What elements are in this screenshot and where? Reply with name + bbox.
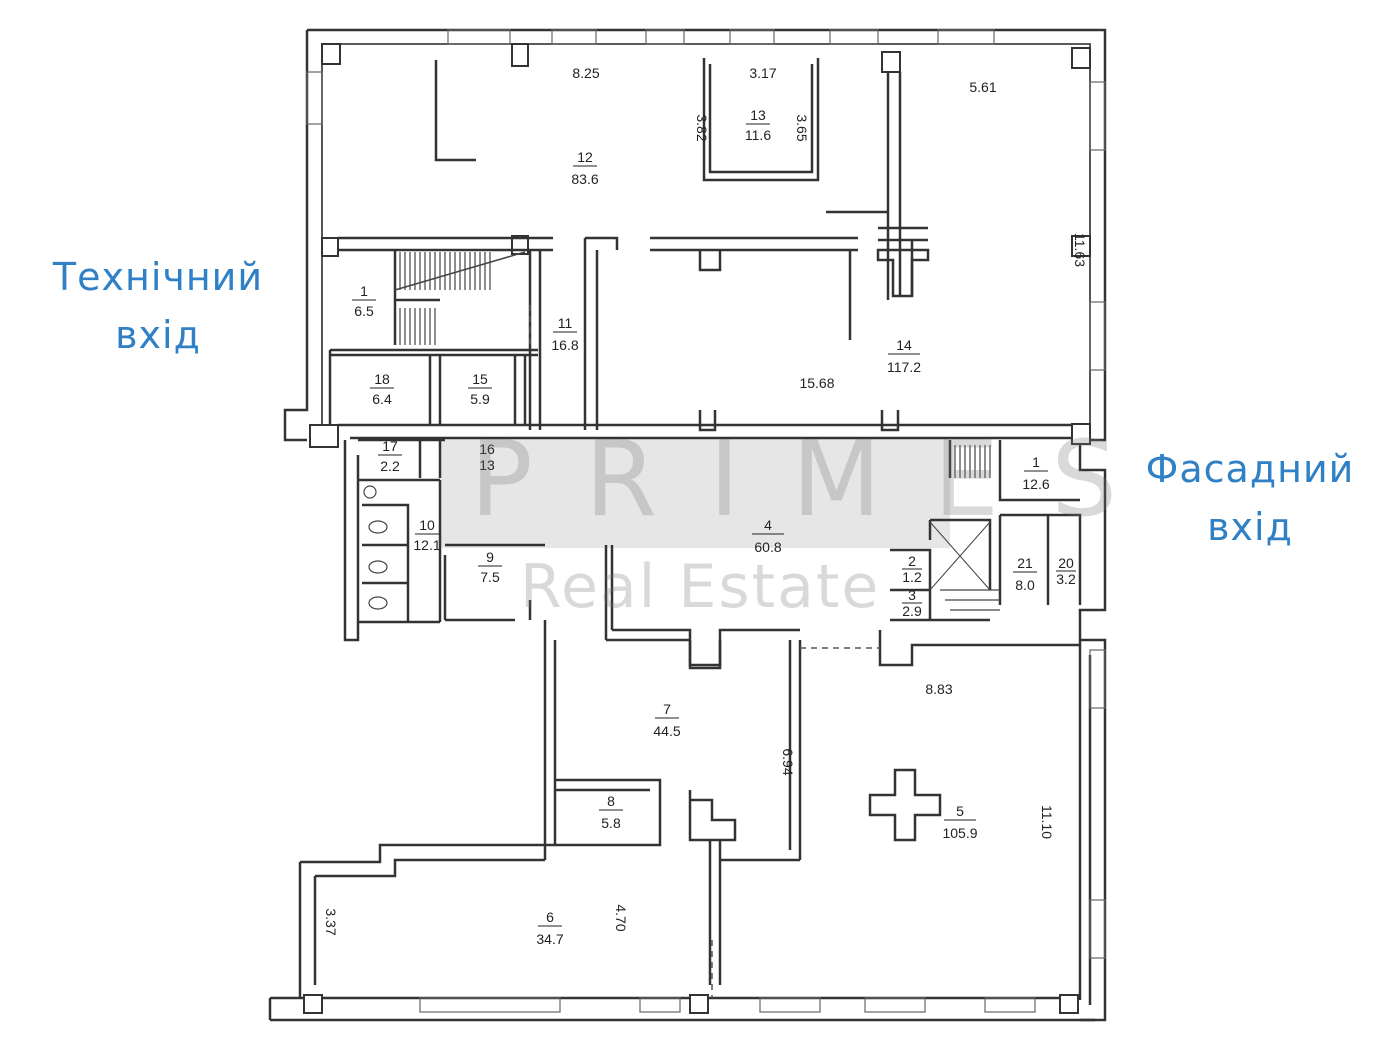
room-21: 218.0 bbox=[1013, 555, 1037, 593]
svg-text:11.10: 11.10 bbox=[1039, 805, 1055, 839]
toilets bbox=[363, 485, 388, 610]
svg-text:83.6: 83.6 bbox=[571, 171, 598, 187]
room-13: 13 11.6 bbox=[745, 107, 771, 143]
svg-text:11.63: 11.63 bbox=[1072, 233, 1088, 267]
svg-text:12.6: 12.6 bbox=[1022, 476, 1049, 492]
svg-text:3.2: 3.2 bbox=[1056, 571, 1076, 587]
facade-entrance-label: Фасадний вхід bbox=[1130, 440, 1370, 556]
svg-text:21: 21 bbox=[1017, 555, 1033, 571]
facade-entrance-line-2: вхід bbox=[1207, 505, 1293, 549]
svg-text:10: 10 bbox=[419, 517, 435, 533]
svg-text:1.2: 1.2 bbox=[902, 569, 922, 585]
svg-text:17: 17 bbox=[382, 438, 398, 454]
room-8: 85.8 bbox=[599, 793, 623, 831]
svg-text:12: 12 bbox=[577, 149, 593, 165]
svg-text:8.25: 8.25 bbox=[572, 65, 599, 81]
svg-text:16.8: 16.8 bbox=[551, 337, 578, 353]
svg-text:16: 16 bbox=[479, 441, 495, 457]
svg-text:18: 18 bbox=[374, 371, 390, 387]
dashed-lines bbox=[529, 305, 880, 998]
svg-text:9: 9 bbox=[486, 549, 494, 565]
svg-text:3.37: 3.37 bbox=[323, 908, 339, 935]
room-5: 5 105.9 bbox=[942, 803, 977, 841]
svg-text:13: 13 bbox=[750, 107, 766, 123]
svg-text:4: 4 bbox=[764, 517, 772, 533]
room-1-right: 112.6 bbox=[1022, 454, 1049, 492]
technical-entrance-line-1: Технічний bbox=[52, 255, 264, 299]
svg-text:13: 13 bbox=[479, 457, 495, 473]
svg-text:20: 20 bbox=[1058, 555, 1074, 571]
svg-text:6: 6 bbox=[546, 909, 554, 925]
interior-walls bbox=[328, 58, 1082, 862]
room-10: 10 12.1 bbox=[413, 517, 440, 553]
technical-entrance-line-2: вхід bbox=[115, 313, 201, 357]
svg-text:3.17: 3.17 bbox=[749, 65, 776, 81]
technical-entrance-label: Технічний вхід bbox=[40, 248, 276, 364]
svg-text:4.70: 4.70 bbox=[613, 904, 629, 931]
svg-text:105.9: 105.9 bbox=[942, 825, 977, 841]
room-3: 32.9 bbox=[902, 587, 922, 619]
room-14: 14 117.2 bbox=[887, 337, 921, 375]
svg-text:117.2: 117.2 bbox=[887, 359, 921, 375]
svg-text:14: 14 bbox=[896, 337, 912, 353]
svg-text:11.6: 11.6 bbox=[745, 127, 771, 143]
svg-text:5: 5 bbox=[956, 803, 964, 819]
room-20: 203.2 bbox=[1056, 555, 1076, 587]
svg-text:34.7: 34.7 bbox=[536, 931, 563, 947]
svg-text:1: 1 bbox=[1032, 454, 1040, 470]
room-17: 172.2 bbox=[378, 438, 402, 474]
facade-entrance-line-1: Фасадний bbox=[1145, 447, 1355, 491]
svg-text:15: 15 bbox=[472, 371, 488, 387]
room-11: 11 16.8 bbox=[551, 315, 578, 353]
room-1-left: 16.5 bbox=[352, 283, 376, 319]
stairs bbox=[394, 251, 1000, 611]
columns bbox=[303, 43, 1091, 1014]
corridor-shading bbox=[440, 438, 950, 548]
room-7: 744.5 bbox=[653, 701, 680, 739]
svg-text:6.5: 6.5 bbox=[354, 303, 374, 319]
room-4: 460.8 bbox=[752, 517, 784, 555]
room-15: 155.9 bbox=[468, 371, 492, 407]
svg-text:11: 11 bbox=[558, 315, 573, 331]
room-6: 634.7 bbox=[536, 909, 563, 947]
svg-text:8.0: 8.0 bbox=[1015, 577, 1035, 593]
svg-text:15.68: 15.68 bbox=[799, 375, 834, 391]
svg-text:44.5: 44.5 bbox=[653, 723, 680, 739]
svg-text:2: 2 bbox=[908, 553, 916, 569]
svg-text:8: 8 bbox=[607, 793, 615, 809]
svg-text:5.8: 5.8 bbox=[601, 815, 621, 831]
svg-text:8.83: 8.83 bbox=[925, 681, 952, 697]
svg-text:5.61: 5.61 bbox=[969, 79, 996, 95]
svg-text:7: 7 bbox=[663, 701, 671, 717]
svg-text:12.1: 12.1 bbox=[413, 537, 440, 553]
svg-text:6.4: 6.4 bbox=[372, 391, 392, 407]
svg-text:60.8: 60.8 bbox=[754, 539, 781, 555]
svg-text:1: 1 bbox=[360, 283, 368, 299]
svg-text:3: 3 bbox=[908, 587, 916, 603]
svg-text:3.82: 3.82 bbox=[694, 114, 710, 141]
svg-text:3.65: 3.65 bbox=[794, 114, 810, 141]
svg-text:5.9: 5.9 bbox=[470, 391, 490, 407]
svg-text:2.2: 2.2 bbox=[380, 458, 400, 474]
svg-text:7.5: 7.5 bbox=[480, 569, 500, 585]
dimension-labels: 8.25 3.17 5.61 3.82 3.65 11.63 15.68 8.8… bbox=[323, 65, 1088, 936]
svg-text:6.94: 6.94 bbox=[780, 748, 796, 775]
room-9: 97.5 bbox=[478, 549, 502, 585]
room-2: 21.2 bbox=[902, 553, 922, 585]
room-18: 186.4 bbox=[370, 371, 394, 407]
room-12: 12 83.6 bbox=[571, 149, 598, 187]
svg-text:2.9: 2.9 bbox=[902, 603, 922, 619]
windows bbox=[306, 29, 1106, 1013]
